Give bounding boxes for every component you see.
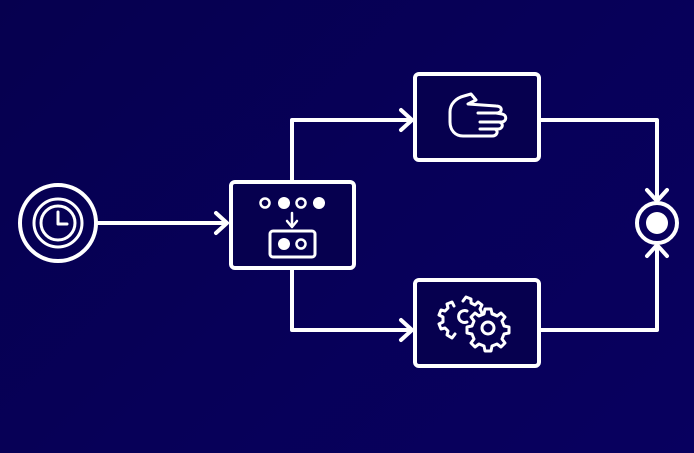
selection-task	[229, 180, 356, 270]
service-task	[413, 278, 541, 368]
clock-icon	[39, 204, 77, 242]
flow-service-to-end	[537, 243, 669, 332]
filled-circle-icon	[646, 212, 668, 234]
flow-gateway-to-service	[290, 266, 414, 342]
manual-task	[413, 72, 541, 162]
timer-start-event	[18, 183, 98, 263]
flow-start-to-gateway	[95, 211, 229, 235]
flow-gateway-to-manual	[290, 108, 414, 184]
end-event	[635, 201, 679, 245]
hand-icon	[448, 92, 508, 138]
gears-icon	[437, 295, 511, 353]
flow-manual-to-end	[537, 118, 669, 203]
selection-icon	[259, 197, 325, 259]
